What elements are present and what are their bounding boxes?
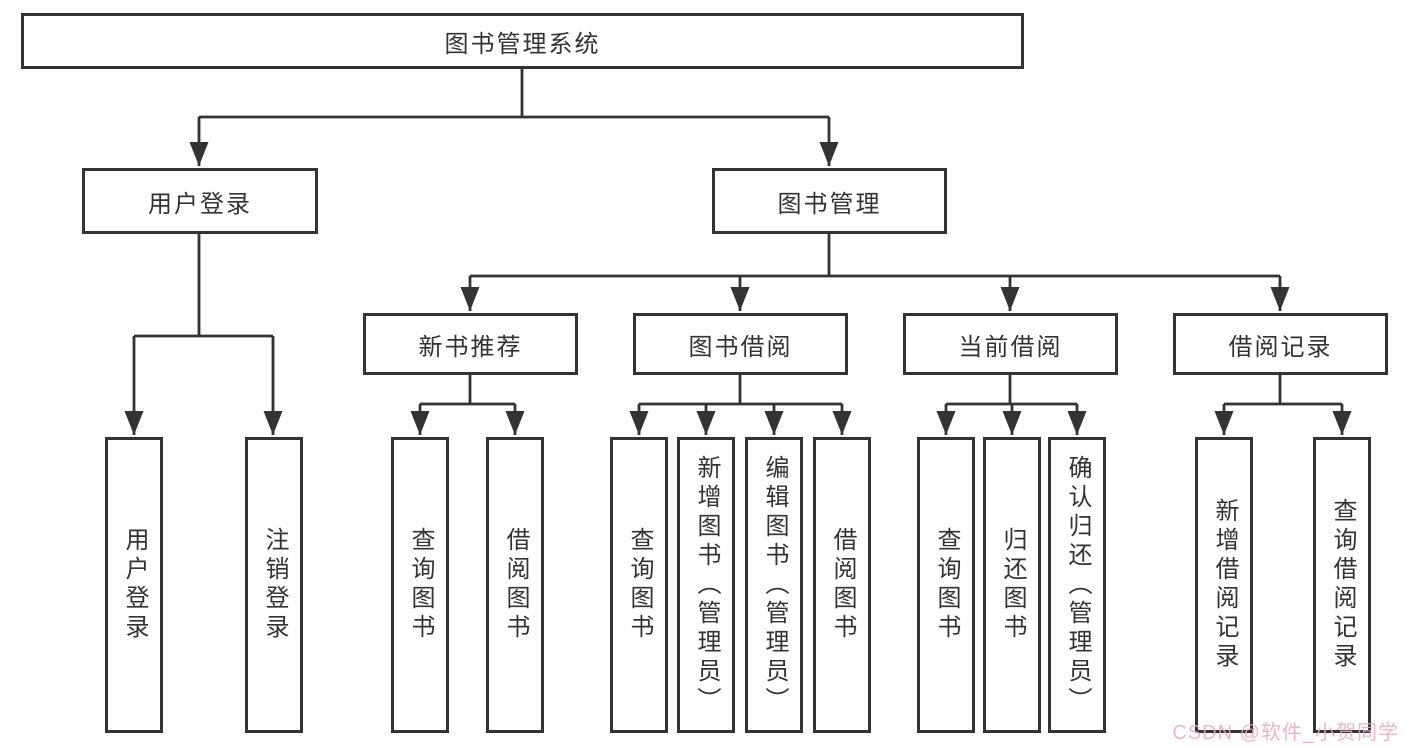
connector-borrowing-split (639, 375, 842, 406)
leaf-label: 用户登录 (121, 527, 148, 643)
leaf-label: 归还图书 (999, 527, 1026, 643)
leaf-label: 新增图书（管理员） (693, 454, 720, 716)
node-label: 借阅记录 (1228, 333, 1333, 361)
leaf-query-book-borrowing: 查询图书 (610, 437, 668, 733)
leaf-query-borrow-record: 查询借阅记录 (1313, 437, 1371, 733)
leaf-return-book: 归还图书 (983, 437, 1041, 733)
leaf-add-book-admin: 新增图书（管理员） (677, 437, 735, 733)
leaf-edit-book-admin: 编辑图书（管理员） (745, 437, 803, 733)
leaf-label: 确认归还（管理员） (1064, 454, 1091, 716)
node-book-borrowing: 图书借阅 (633, 313, 848, 375)
leaf-borrow-book-recommend: 借阅图书 (486, 437, 544, 733)
leaf-label: 查询借阅记录 (1329, 498, 1356, 672)
connector-records-split (1224, 375, 1342, 406)
leaf-confirm-return-admin: 确认归还（管理员） (1048, 437, 1106, 733)
node-label: 图书管理 (777, 190, 882, 218)
leaf-query-book-recommend: 查询图书 (391, 437, 449, 733)
node-label: 用户登录 (148, 190, 252, 218)
node-borrowing-records: 借阅记录 (1173, 313, 1388, 375)
leaf-label: 编辑图书（管理员） (761, 454, 788, 716)
connector-user-login-split (134, 234, 273, 338)
node-label: 图书借阅 (688, 333, 793, 361)
leaf-label: 借阅图书 (829, 527, 856, 643)
leaf-label: 借阅图书 (502, 527, 529, 643)
connector-root-split (199, 69, 829, 119)
node-library-management-system: 图书管理系统 (21, 13, 1024, 69)
connector-book-management-split (470, 234, 1280, 278)
node-label: 当前借阅 (958, 333, 1063, 361)
node-book-management: 图书管理 (712, 168, 947, 234)
node-new-book-recommend: 新书推荐 (363, 313, 578, 375)
connector-current-split (946, 375, 1077, 406)
connector-new-book-split (420, 375, 515, 406)
leaf-label: 查询图书 (626, 527, 653, 643)
leaf-user-login: 用户登录 (105, 437, 163, 733)
leaf-query-book-current: 查询图书 (917, 437, 975, 733)
leaf-label: 注销登录 (261, 527, 288, 643)
node-user-login: 用户登录 (82, 168, 318, 234)
leaf-logout: 注销登录 (245, 437, 303, 733)
leaf-label: 查询图书 (407, 527, 434, 643)
csdn-watermark: CSDN @软件_小贺同学 (1172, 722, 1399, 744)
node-label: 图书管理系统 (444, 30, 601, 58)
leaf-label: 查询图书 (933, 527, 960, 643)
leaf-label: 新增借阅记录 (1211, 498, 1238, 672)
node-current-borrowing: 当前借阅 (903, 313, 1118, 375)
leaf-add-borrow-record: 新增借阅记录 (1195, 437, 1253, 733)
leaf-borrow-book: 借阅图书 (813, 437, 871, 733)
node-label: 新书推荐 (418, 333, 523, 361)
